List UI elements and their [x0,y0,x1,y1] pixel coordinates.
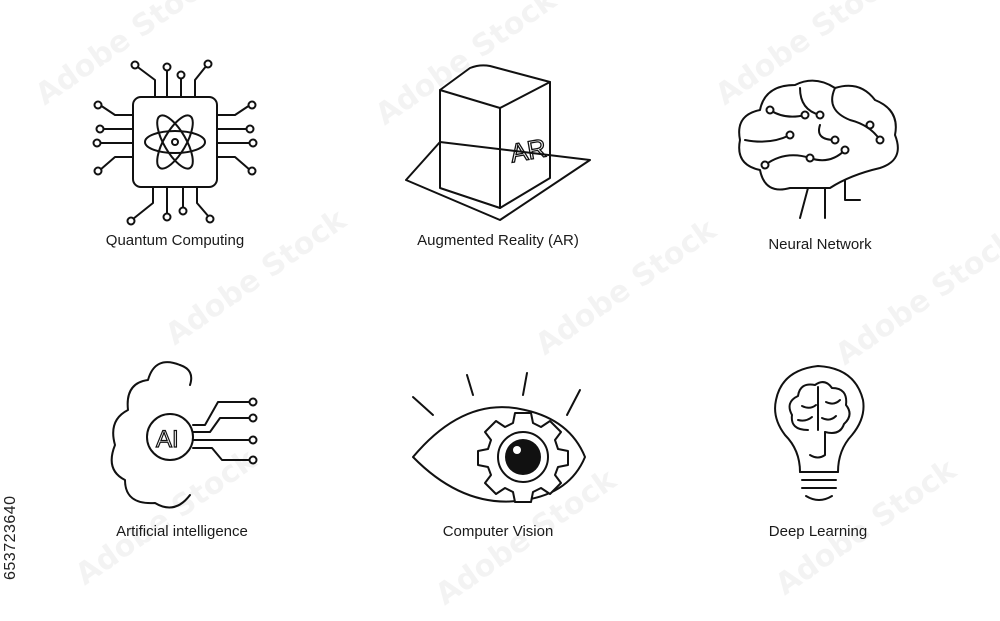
neural-brain-icon [738,79,899,219]
neural-network-label: Neural Network [768,236,872,253]
quantum-chip-icon [92,59,258,226]
lightbulb-brain-icon [774,365,865,501]
eye-gear-icon [412,372,586,503]
artificial-intelligence-label: Artificial intelligence [116,523,248,540]
ai-head-icon: AI [110,361,258,509]
computer-vision-label: Computer Vision [442,523,554,540]
augmented-reality-label: Augmented Reality (AR) [417,232,579,249]
stock-id: 653723640 [2,495,19,580]
ar-cube-icon: AR [405,64,591,221]
ar-cube-text: AR [508,133,549,169]
quantum-computing-label: Quantum Computing [105,232,245,249]
deep-learning-label: Deep Learning [768,523,868,540]
ai-badge-text: AI [156,426,179,453]
